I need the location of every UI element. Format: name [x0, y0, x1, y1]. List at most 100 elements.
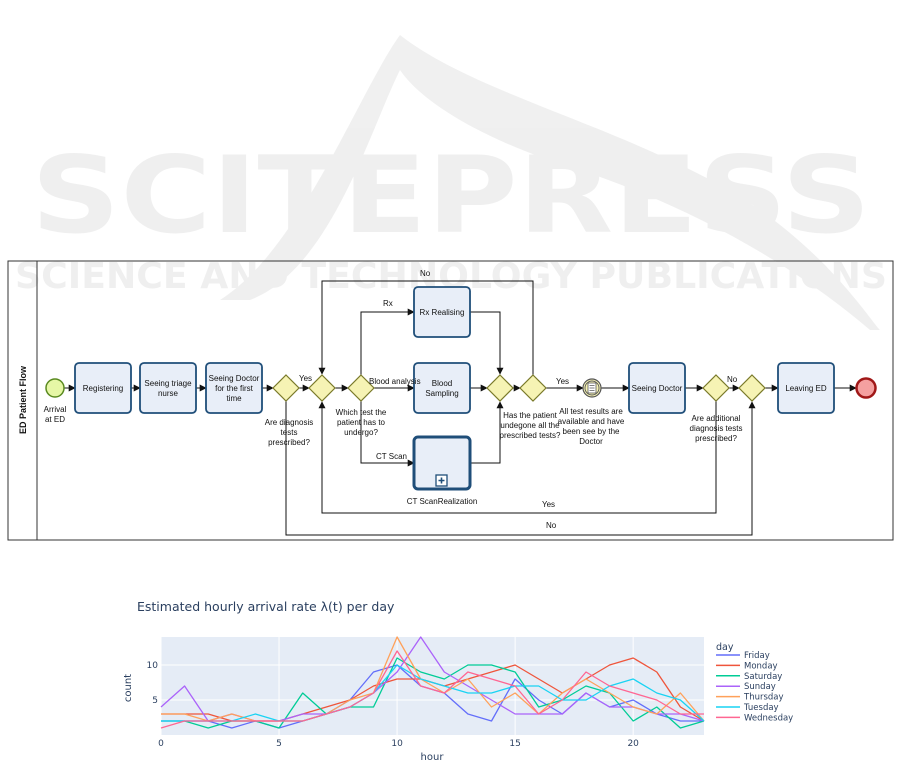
legend-label-sunday: Sunday — [744, 682, 776, 692]
subprocess-ct-label: CT ScanRealization — [407, 497, 478, 506]
edge-label-rx: Rx — [383, 299, 393, 308]
legend-label-monday: Monday — [744, 661, 778, 671]
legend-label-friday: Friday — [744, 651, 770, 661]
edge-label-no-top: No — [420, 269, 431, 278]
q-diag-line-1: Are diagnosis — [265, 418, 313, 427]
edge-label-no-additional: No — [727, 375, 738, 384]
subprocess-ct-scan: CT ScanRealization — [407, 435, 478, 506]
chart-tick-label-x: 10 — [391, 739, 403, 749]
gateway-which-test — [347, 374, 375, 402]
task-rx-label: Rx Realising — [420, 308, 465, 317]
chart-tick-label-x: 15 — [509, 739, 520, 749]
edge-label-ct-scan: CT Scan — [376, 452, 407, 461]
chart-tick-label-x: 0 — [158, 739, 164, 749]
gateway-all-tests-done — [519, 374, 547, 402]
q-additional-line-3: prescribed? — [695, 434, 737, 443]
edge-labels: Yes No Rx Blood analysis CT Scan Yes No … — [299, 269, 738, 530]
task-registering-label: Registering — [83, 384, 123, 393]
chart-title: Estimated hourly arrival rate λ(t) per d… — [137, 599, 395, 614]
task-doctor-first-label-2: for the first — [215, 384, 254, 393]
sequence-flows — [64, 280, 857, 536]
chart-tick-label-y: 5 — [152, 696, 158, 706]
q-diag-line-3: prescribed? — [268, 438, 310, 447]
task-registering: Registering — [74, 362, 132, 414]
flow-rx-gw4 — [470, 311, 504, 375]
chart-tick-label-x: 20 — [627, 739, 639, 749]
watermark: SCITEPRESS SCIENCE AND TECHNOLOGY PUBLIC… — [15, 35, 887, 330]
task-leaving-label: Leaving ED — [785, 384, 827, 393]
start-label-line-2: at ED — [45, 415, 65, 424]
edge-label-no-bottom: No — [546, 521, 557, 530]
q-which-line-2: patient has to — [337, 418, 386, 427]
gateway-tests-merge — [486, 374, 514, 402]
q-results-line-1: All test results are — [559, 407, 623, 416]
chart-lines — [160, 636, 705, 729]
chart-grid — [160, 637, 704, 735]
flow-gw5-no-loop — [318, 280, 534, 375]
pool-frame — [7, 260, 894, 541]
legend-label-saturday: Saturday — [744, 672, 782, 682]
q-which-line-1: Which test the — [336, 408, 387, 417]
q-results-line-2: available and have — [558, 417, 625, 426]
task-rx-realising: Rx Realising — [413, 286, 471, 338]
chart-xlabel: hour — [421, 752, 445, 762]
chart-ylabel: count — [123, 674, 134, 702]
task-blood-sampling: Blood Sampling — [413, 362, 471, 414]
legend-label-tuesday: Tuesday — [743, 703, 779, 713]
intermediate-conditional-event — [582, 378, 602, 398]
chart-legend-title: day — [716, 642, 734, 653]
q-additional-line-2: diagnosis tests — [690, 424, 743, 433]
task-doctor-first-label-1: Seeing Doctor — [209, 374, 260, 383]
task-seeing-doctor-label: Seeing Doctor — [632, 384, 683, 393]
edge-label-blood-analysis: Blood analysis — [369, 377, 421, 386]
q-results-line-4: Doctor — [579, 437, 603, 446]
q-results-line-3: been see by the — [563, 427, 620, 436]
task-seeing-triage-nurse: Seeing triage nurse — [139, 362, 197, 414]
gateway-additional-tests — [702, 374, 730, 402]
series-line-thursday — [161, 636, 705, 722]
end-event — [855, 377, 877, 399]
gateway-labels: Are diagnosis tests prescribed? Which te… — [265, 407, 743, 447]
q-diag-line-2: tests — [281, 428, 298, 437]
gateway-diagnosis-tests — [272, 374, 300, 402]
flow-gw1-no-bypass — [285, 401, 756, 536]
legend-label-wednesday: Wednesday — [744, 713, 793, 723]
gateway-exit-merge — [738, 374, 766, 402]
q-additional-line-1: Are additional — [692, 414, 741, 423]
flow-gw3-rx — [360, 308, 415, 375]
task-blood-label-1: Blood — [432, 379, 452, 388]
start-label-line-1: Arrival — [44, 405, 67, 414]
edge-label-yes-diag: Yes — [299, 374, 312, 383]
edge-label-yes-bottom: Yes — [542, 500, 555, 509]
task-blood-label-2: Sampling — [425, 389, 458, 398]
edge-label-yes-all: Yes — [556, 377, 569, 386]
chart-tick-label-x: 5 — [276, 739, 282, 749]
chart-tick-label-y: 10 — [147, 661, 159, 671]
series-line-tuesday — [161, 664, 705, 722]
watermark-title: SCITEPRESS — [31, 134, 871, 257]
bpmn-diagram: ED Patient Flow — [7, 260, 894, 541]
pool-lane-label: ED Patient Flow — [18, 365, 28, 434]
series-line-wednesday — [160, 650, 704, 729]
flow-gw6-yes-loop — [318, 401, 717, 514]
q-all-line-3: prescribed tests? — [500, 431, 561, 440]
task-triage-label-1: Seeing triage — [144, 379, 192, 388]
start-event-label: Arrival at ED — [44, 405, 67, 424]
task-doctor-first-label-3: time — [226, 394, 242, 403]
q-all-line-1: Has the patient — [503, 411, 558, 420]
gateways — [272, 374, 766, 402]
flow-gw3-ct — [360, 401, 415, 467]
task-triage-label-2: nurse — [158, 389, 179, 398]
task-seeing-doctor: Seeing Doctor — [628, 362, 686, 414]
q-all-line-2: undegone all the — [500, 421, 560, 430]
gateway-loop-merge — [308, 374, 336, 402]
arrival-rate-chart: Estimated hourly arrival rate λ(t) per d… — [123, 599, 793, 762]
legend-label-thursday: Thursday — [743, 693, 784, 703]
chart-legend: day FridayMondaySaturdaySundayThursdayTu… — [716, 642, 793, 723]
task-leaving-ed: Leaving ED — [777, 362, 835, 414]
flow-ct-gw4 — [470, 401, 504, 464]
start-event — [45, 378, 65, 398]
q-which-line-3: undergo? — [344, 428, 378, 437]
task-seeing-doctor-first-time: Seeing Doctor for the first time — [205, 362, 263, 414]
